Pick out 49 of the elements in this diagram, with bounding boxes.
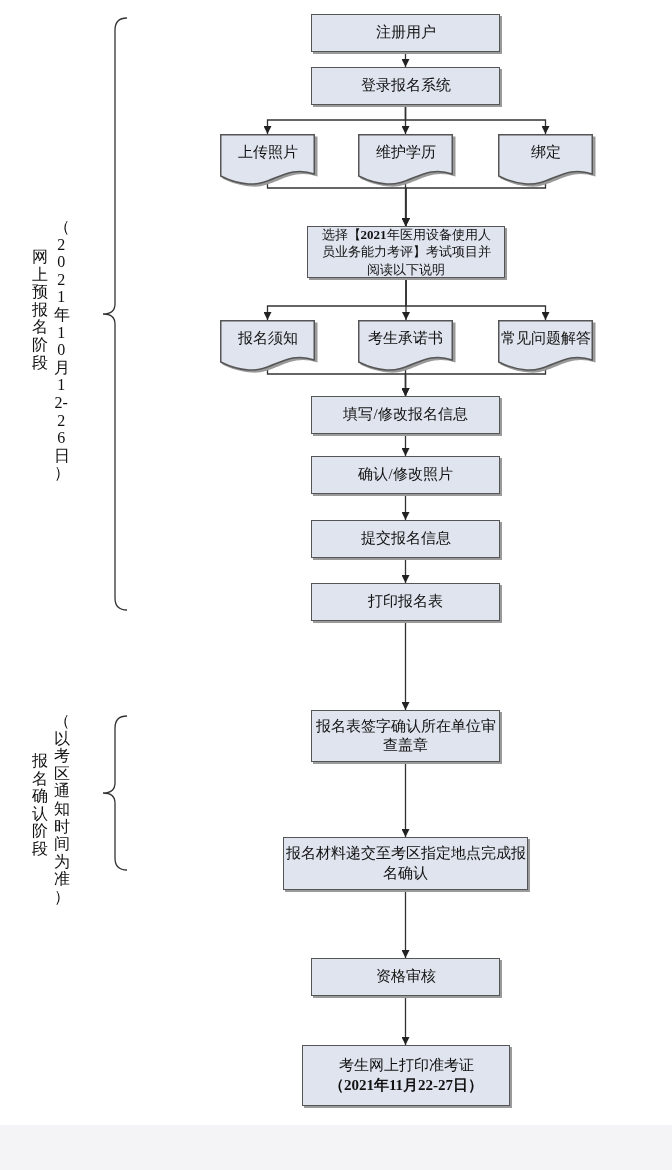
process-box [311,710,500,762]
date-text: （2021年11月22-27日） [328,1075,484,1095]
process-box [311,583,500,621]
step-text: 考生承诺书 [368,329,443,348]
process-box [311,67,500,105]
arrow [401,51,410,68]
arrow [401,557,410,584]
step-text: 填写/修改报名信息 [343,405,468,425]
process-box [302,1045,510,1106]
step-text: 维护学历 [375,143,436,162]
process-box [283,837,528,890]
process-box [311,456,500,494]
step-text: 上传照片 [237,143,298,162]
document-shape [498,134,593,186]
process-box [307,226,505,278]
step-text: 报名须知 [237,329,298,348]
step-text: 选择【2021年医用设备使用人员业务能力考评】考试项目并阅读以下说明 [320,225,492,279]
step-text: 报名材料递交至考区指定地点完成报名确认 [284,844,527,883]
step-text: 考生网上打印准考证 [338,1056,474,1075]
arrow [401,995,410,1046]
document-shape [358,134,453,186]
arrow [405,277,550,321]
arrow [401,493,410,521]
document-shape [220,320,315,372]
step-text: 绑定 [530,143,561,162]
process-box [311,14,500,52]
date-note: （以考区通知时间为准） [54,712,69,906]
step-text: 登录报名系统 [360,76,451,96]
step-text: 打印报名表 [368,592,443,612]
stage-label: 报名确认阶段 [32,752,47,858]
process-box [311,520,500,558]
arrow [401,620,410,711]
step-text: 注册用户 [375,23,436,43]
step-text: 常见问题解答 [500,329,591,348]
arrow [401,889,410,959]
arrow [401,433,410,457]
process-box [311,396,500,434]
step-text: 提交报名信息 [360,529,451,549]
process-box [311,958,500,996]
date-note: （2021年10月12-26日） [54,218,69,482]
arrow [401,761,410,838]
document-shape [220,134,315,186]
document-shape [498,320,593,372]
step-text: 确认/修改照片 [358,465,453,485]
step-text: 报名表签字确认所在单位审查盖章 [314,716,497,755]
stage-label: 网上预报名阶段 [32,248,47,372]
arrow [404,104,550,135]
step-text: 资格审核 [375,967,436,987]
document-shape [358,320,453,372]
